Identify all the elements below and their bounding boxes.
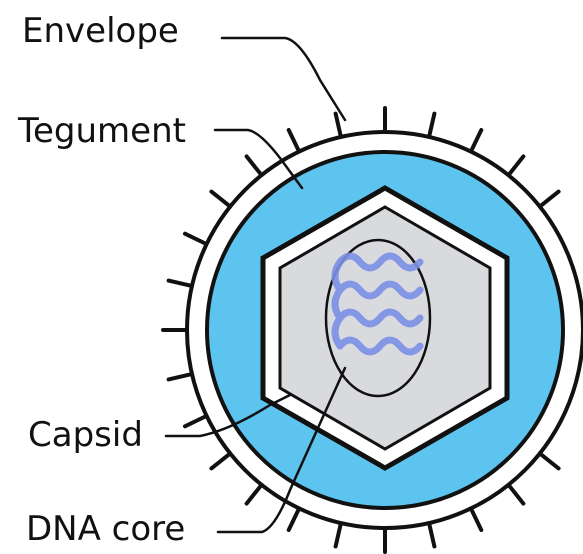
envelope-label: Envelope: [22, 14, 179, 48]
capsid-label: Capsid: [28, 418, 143, 452]
envelope-leader-line: [222, 38, 345, 120]
tegument-label: Tegument: [18, 114, 186, 148]
dna-core-label: DNA core: [26, 512, 185, 546]
